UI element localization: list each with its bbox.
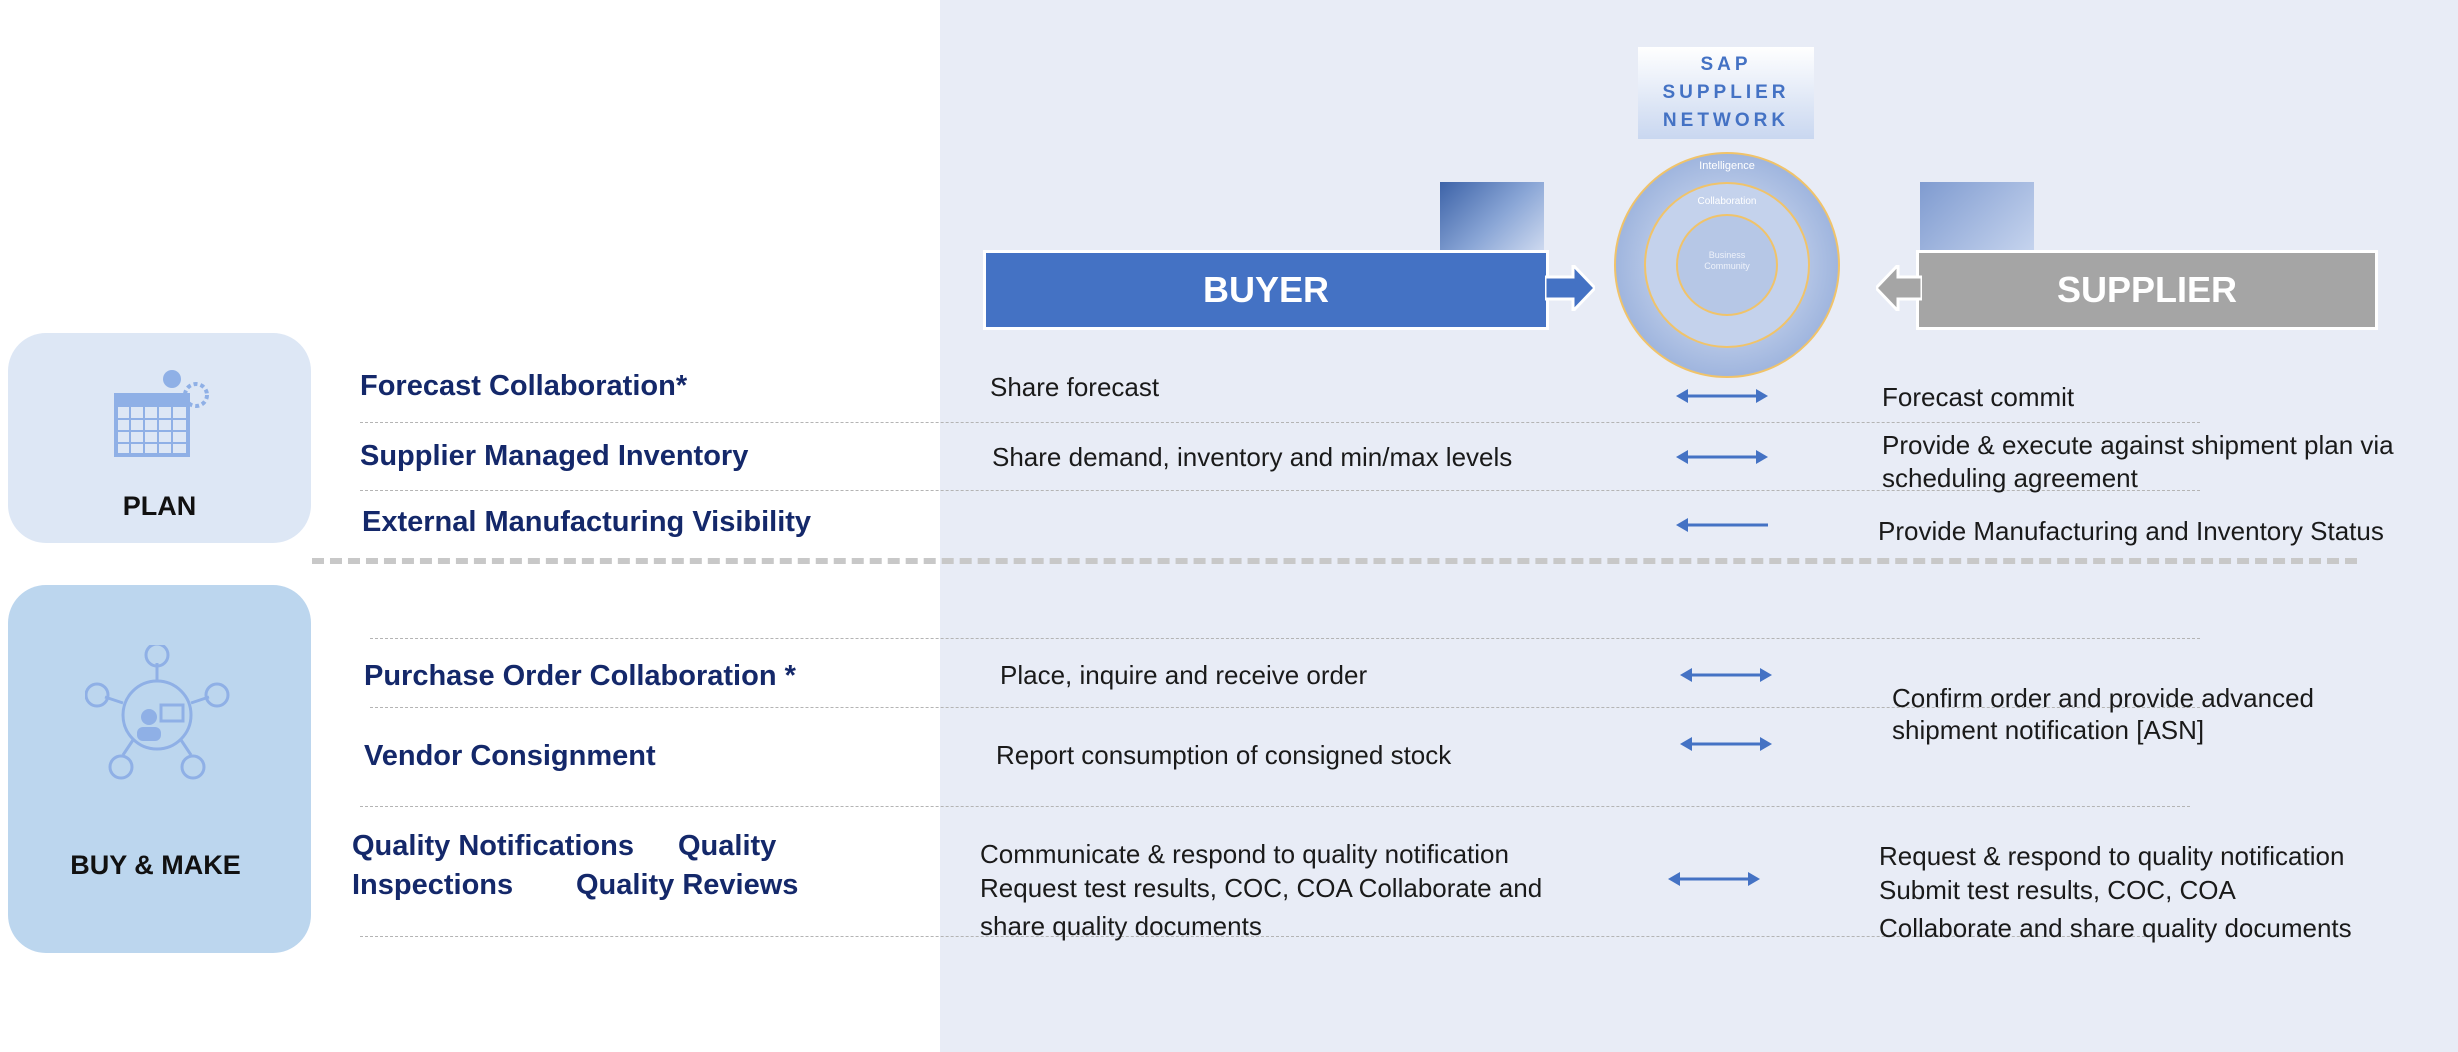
buyer-action: Place, inquire and receive order (1000, 660, 1368, 690)
supplier-action-line: Provide & execute against shipment plan … (1882, 430, 2394, 460)
capability-vendor-consignment: Vendor Consignment (364, 740, 656, 772)
left-arrow-icon (1676, 515, 1768, 540)
plan-label: PLAN (122, 491, 197, 521)
sap-supplier-network-logo: SAP SUPPLIER NETWORK (1638, 47, 1814, 139)
capability-forecast-collaboration: Forecast Collaboration* (360, 370, 688, 402)
supplier-banner: SUPPLIER (1916, 250, 2378, 330)
buyer-banner: BUYER (983, 250, 1549, 330)
buy-make-box (8, 585, 311, 953)
row-divider (360, 936, 2190, 937)
bidirectional-arrow-icon (1676, 447, 1768, 472)
capability-supplier-managed-inventory: Supplier Managed Inventory (360, 440, 749, 472)
row-divider (360, 490, 2200, 491)
ring-label-community: Community (1704, 261, 1750, 271)
capability-external-manufacturing-visibility: External Manufacturing Visibility (362, 506, 812, 538)
buy-make-label: BUY & MAKE (70, 850, 241, 880)
capability-quality: Quality (678, 830, 777, 862)
supplier-arrow-icon (1873, 261, 1924, 316)
supplier-title: SUPPLIER (2056, 269, 2238, 310)
ring-label-collaboration: Collaboration (1697, 196, 1757, 207)
capability-purchase-order-collaboration: Purchase Order Collaboration * (364, 660, 796, 692)
capability-quality-notifications: Quality Notifications (352, 830, 634, 862)
bidirectional-arrow-icon (1668, 869, 1760, 894)
row-divider (370, 707, 2200, 708)
supplier-action-line: Confirm order and provide advanced (1892, 683, 2315, 713)
section-separator (312, 558, 2357, 564)
bidirectional-arrow-icon (1680, 734, 1772, 759)
plan-box (8, 333, 311, 543)
network-people-icon (84, 642, 235, 790)
logo-line: SAP (1700, 54, 1752, 75)
buyer-title: BUYER (1202, 269, 1330, 310)
row-divider (360, 806, 2190, 807)
supplier-action-line: Collaborate and share quality documents (1879, 913, 2352, 943)
row-divider (360, 422, 2200, 423)
supplier-action-line: shipment notification [ASN] (1892, 715, 2205, 745)
row-divider (370, 638, 2200, 639)
network-rings-diagram (1612, 150, 1842, 385)
capability-inspections: Inspections (352, 869, 514, 901)
bidirectional-arrow-icon (1680, 665, 1772, 690)
ring-label-intelligence: Intelligence (1699, 160, 1755, 172)
ring-label-business: Business (1708, 250, 1746, 260)
supplier-action: Forecast commit (1882, 382, 2075, 412)
buyer-action: Share demand, inventory and min/max leve… (992, 442, 1513, 472)
buyer-action-line: Communicate & respond to quality notific… (980, 839, 1509, 869)
supplier-action-line: scheduling agreement (1882, 463, 2138, 493)
capability-quality-reviews: Quality Reviews (576, 869, 799, 901)
supplier-action-line: Submit test results, COC, COA (1879, 875, 2236, 905)
supplier-photo (1920, 182, 2034, 252)
logo-line: SUPPLIER (1662, 82, 1790, 103)
buyer-action-line: Request test results, COC, COA Collabora… (980, 873, 1543, 903)
buyer-action-line: share quality documents (980, 911, 1262, 941)
calendar-gear-icon (112, 365, 222, 470)
supplier-action: Provide Manufacturing and Inventory Stat… (1878, 516, 2384, 546)
supplier-action-line: Request & respond to quality notificatio… (1879, 841, 2345, 871)
buyer-photo (1440, 182, 1544, 252)
bidirectional-arrow-icon (1676, 386, 1768, 411)
buyer-action: Report consumption of consigned stock (996, 740, 1452, 770)
logo-line: NETWORK (1662, 110, 1790, 131)
buyer-arrow-icon (1543, 261, 1598, 316)
buyer-action: Share forecast (990, 372, 1160, 402)
